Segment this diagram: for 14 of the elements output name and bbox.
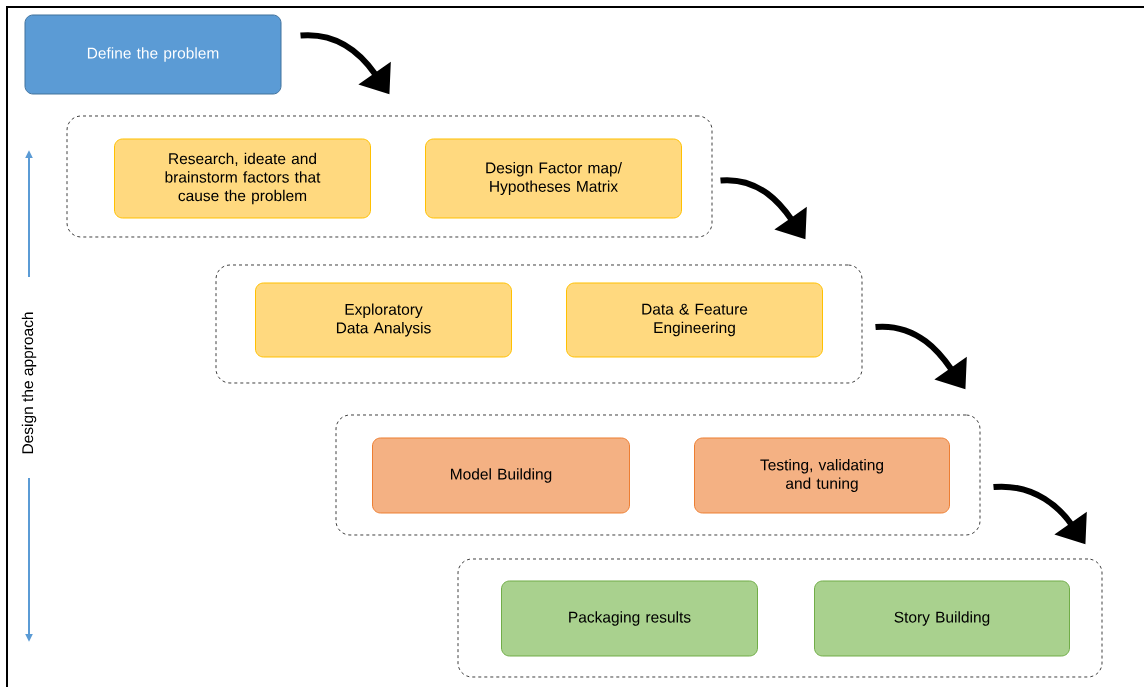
process-box: Exploratory Data Analysis xyxy=(255,282,512,358)
process-box: Packaging results xyxy=(501,580,758,657)
process-box: Design Factor map/ Hypotheses Matrix xyxy=(425,138,682,219)
process-box: Testing, validating and tuning xyxy=(694,437,950,514)
process-box: Story Building xyxy=(814,580,1070,657)
process-box: Research, ideate and brainstorm factors that cause the problem xyxy=(114,138,371,219)
group-box xyxy=(215,264,863,384)
group-box xyxy=(335,414,981,536)
process-box: Data & Feature Engineering xyxy=(566,282,823,358)
group-box xyxy=(457,558,1103,678)
axis-label: Design the approach xyxy=(21,312,37,454)
group-box xyxy=(66,115,713,238)
process-box: Define the problem xyxy=(24,14,282,95)
process-box: Model Building xyxy=(372,437,630,514)
